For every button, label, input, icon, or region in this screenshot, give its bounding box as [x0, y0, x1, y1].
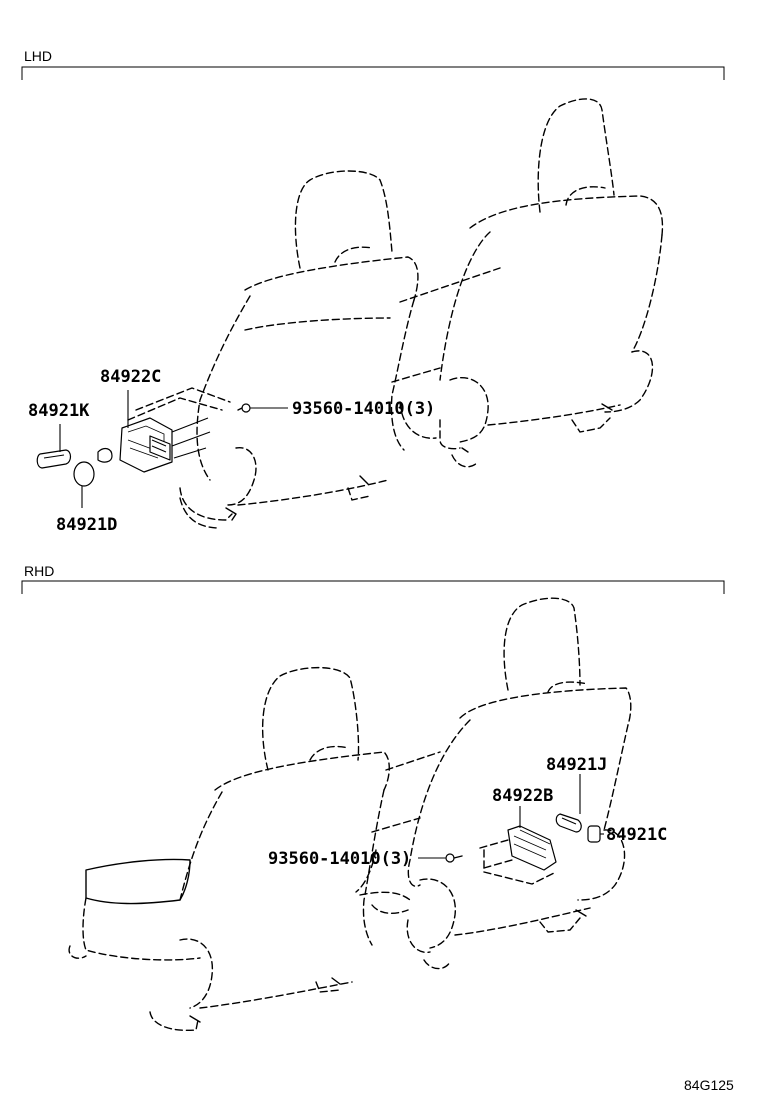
- rhd-part-label-84921j: 84921J: [546, 755, 607, 775]
- rhd-part-label-screw: 93560-14010(3): [268, 849, 411, 869]
- lhd-switch-84922c-drawing: [119, 387, 231, 473]
- lhd-knob-84921d-drawing: [73, 447, 113, 487]
- lhd-part-label-84922c: 84922C: [100, 367, 161, 387]
- rhd-switch-84922b-drawing: [479, 825, 557, 885]
- rhd-knob-84921c-drawing: [587, 825, 601, 843]
- lhd-part-label-screw: 93560-14010(3): [292, 399, 435, 419]
- lhd-screw-drawing: [237, 403, 251, 413]
- rhd-part-label-84922b: 84922B: [492, 786, 553, 806]
- lhd-left-seat-outline: [179, 170, 419, 529]
- lhd-section-bracket: [21, 66, 725, 80]
- rhd-part-label-84921c: 84921C: [606, 825, 667, 845]
- rhd-section: RHD: [21, 563, 725, 1032]
- rhd-knob-84921j-drawing: [555, 813, 582, 833]
- lhd-section: LHD: [21, 48, 725, 535]
- rhd-left-seat-outline: [68, 666, 390, 1032]
- lhd-knob-84921k-drawing: [36, 449, 72, 469]
- rhd-screw-drawing: [445, 853, 463, 863]
- drawing-code: 84G125: [684, 1077, 734, 1093]
- rhd-right-seat-outline: [355, 597, 632, 970]
- rhd-section-label: RHD: [24, 563, 54, 579]
- lhd-part-label-84921k: 84921K: [28, 401, 90, 421]
- lhd-right-seat-outline: [391, 98, 664, 468]
- lhd-section-label: LHD: [24, 48, 52, 64]
- rhd-section-bracket: [21, 580, 725, 594]
- lhd-part-label-84921d: 84921D: [56, 515, 117, 535]
